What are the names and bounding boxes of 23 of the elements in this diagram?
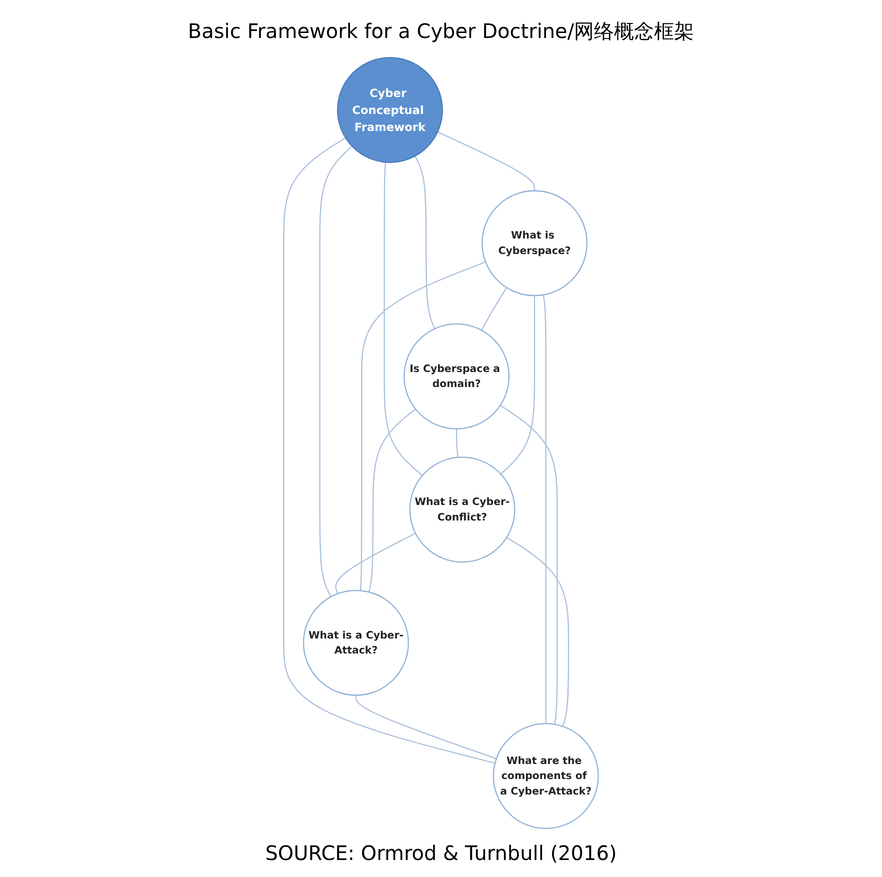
connector (437, 131, 536, 191)
connector (355, 695, 497, 760)
connector (360, 262, 486, 591)
source-caption: SOURCE: Ormrod & Turnbull (2016) (265, 841, 617, 865)
connector (500, 296, 536, 474)
connector (319, 146, 352, 597)
node-circle: What is Cyberspace? (482, 190, 588, 296)
connector (542, 294, 546, 724)
connector (335, 532, 416, 594)
connector (414, 156, 436, 329)
connector (384, 162, 423, 476)
node-circle: What is a Cyber-Attack? (302, 590, 409, 696)
connector (368, 408, 416, 592)
connector (481, 287, 508, 331)
node-circle: What are the components of a Cyber-Attack? (492, 723, 599, 830)
node-circle: Cyber Conceptual Framework (336, 56, 443, 163)
connector (456, 428, 458, 458)
connector (506, 536, 570, 727)
connector (283, 137, 496, 764)
node-circle: Is Cyberspace a domain? (404, 323, 510, 430)
diagram-title: Basic Framework for a Cyber Doctrine/网络概念框架 (188, 18, 694, 45)
connector (500, 404, 558, 724)
node-circle: What is a Cyber-Conflict? (409, 456, 516, 563)
